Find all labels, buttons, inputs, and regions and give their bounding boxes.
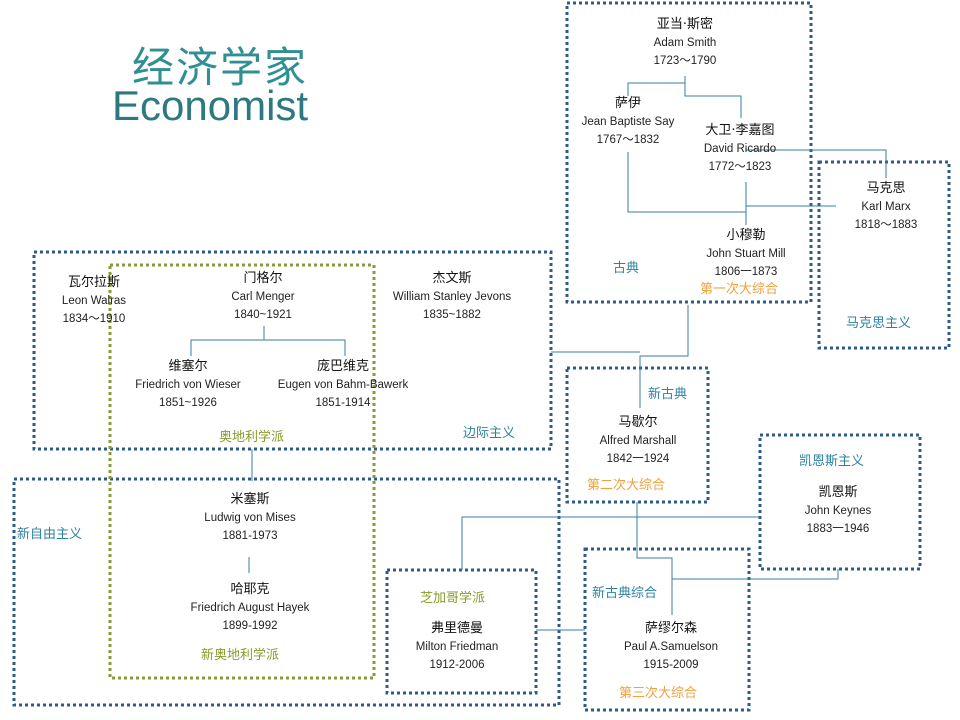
person-years: 1881-1973 <box>222 530 278 542</box>
connector-marshall-samuelson <box>636 502 673 615</box>
person-marx: 马克思 Karl Marx 1818～1883 <box>826 180 946 234</box>
label-second-synthesis: 第二次大综合 <box>587 478 666 493</box>
person-hayek: 哈耶克 Friedrich August Hayek 1899-1992 <box>175 581 325 635</box>
marxism-frame <box>817 160 951 350</box>
person-name-en: John Keynes <box>804 505 872 517</box>
person-name-zh: 杰文斯 <box>432 271 472 286</box>
label-austrian: 奥地利学派 <box>219 430 285 445</box>
person-name-en: John Stuart Mill <box>706 248 786 260</box>
person-name-zh: 维塞尔 <box>168 359 208 374</box>
neoliberalism-frame <box>12 477 561 707</box>
person-name-zh: 弗里德曼 <box>430 621 483 636</box>
person-say: 萨伊 Jean Baptiste Say 1767～1832 <box>568 95 688 149</box>
person-name-en: Milton Friedman <box>415 641 499 653</box>
person-name-en: Ludwig von Mises <box>204 512 296 524</box>
person-name-en: Eugen von Bahm-Bawerk <box>277 379 409 391</box>
person-name-en: Karl Marx <box>861 201 911 213</box>
person-years: 1723～1790 <box>653 55 717 67</box>
label-marginalism: 边际主义 <box>463 426 516 441</box>
person-name-en: Friedrich von Wieser <box>135 379 241 391</box>
label-keynesianism: 凯恩斯主义 <box>799 454 865 469</box>
person-name-zh: 庞巴维克 <box>316 359 369 374</box>
person-name-en: Adam Smith <box>653 37 717 49</box>
person-name-en: David Ricardo <box>703 143 777 155</box>
person-marshall: 马歇尔 Alfred Marshall 1842一1924 <box>578 414 698 468</box>
person-name-en: Jean Baptiste Say <box>581 116 675 128</box>
person-bohm: 庞巴维克 Eugen von Bahm-Bawerk 1851-1914 <box>268 358 418 412</box>
person-name-zh: 米塞斯 <box>230 492 270 507</box>
connector-keynes-chicago <box>461 516 760 570</box>
person-walras: 瓦尔拉斯 Leon Walras 1834～1910 <box>44 274 144 328</box>
person-name-zh: 门格尔 <box>243 271 283 286</box>
person-years: 1806一1873 <box>714 266 778 278</box>
person-years: 1851~1926 <box>159 397 217 409</box>
label-classical: 古典 <box>613 261 640 276</box>
page-title-zh: 经济学家 <box>132 43 309 92</box>
marginalism-frame <box>32 250 553 451</box>
label-marxism: 马克思主义 <box>846 316 912 331</box>
person-smith: 亚当·斯密 Adam Smith 1723～1790 <box>625 16 745 70</box>
person-name-zh: 萨伊 <box>614 96 641 111</box>
person-name-en: Carl Menger <box>231 291 295 303</box>
person-name-en: Friedrich August Hayek <box>190 602 310 614</box>
classical-frame <box>565 1 813 304</box>
page-title-en: Economist <box>112 82 309 129</box>
person-years: 1912-2006 <box>429 659 485 671</box>
person-years: 1915-2009 <box>643 659 699 671</box>
person-mill: 小穆勒 John Stuart Mill 1806一1873 <box>681 227 811 281</box>
neoclassical-frame <box>565 366 710 504</box>
keynesianism-frame <box>758 433 922 571</box>
person-jevons: 杰文斯 William Stanley Jevons 1835~1882 <box>382 270 522 324</box>
label-chicago: 芝加哥学派 <box>420 591 486 606</box>
person-years: 1834～1910 <box>62 313 126 325</box>
person-years: 1883一1946 <box>806 523 870 535</box>
person-keynes: 凯恩斯 John Keynes 1883一1946 <box>778 484 898 538</box>
person-name-zh: 小穆勒 <box>726 228 766 243</box>
person-years: 1840~1921 <box>234 309 292 321</box>
austrian-frame <box>108 263 376 680</box>
connector-smith-say <box>627 82 685 96</box>
connector-menger-wieser-bohm <box>190 339 346 356</box>
person-name-en: Alfred Marshall <box>599 435 677 447</box>
connector-say-mill <box>627 152 746 213</box>
person-name-zh: 凯恩斯 <box>818 485 858 500</box>
label-first-synthesis: 第一次大综合 <box>700 282 779 297</box>
person-years: 1818～1883 <box>854 219 918 231</box>
person-name-zh: 瓦尔拉斯 <box>67 275 120 290</box>
label-neoclassical: 新古典 <box>648 387 688 402</box>
person-years: 1835~1882 <box>423 309 481 321</box>
connector-classical-marshall <box>639 305 689 408</box>
person-years: 1767～1832 <box>596 134 660 146</box>
person-friedman: 弗里德曼 Milton Friedman 1912-2006 <box>397 620 517 674</box>
person-wieser: 维塞尔 Friedrich von Wieser 1851~1926 <box>122 358 254 412</box>
person-years: 1899-1992 <box>222 620 278 632</box>
label-neoliberalism: 新自由主义 <box>17 527 83 542</box>
label-neo-austrian: 新奥地利学派 <box>201 648 280 663</box>
label-third-synthesis: 第三次大综合 <box>619 686 698 701</box>
person-menger: 门格尔 Carl Menger 1840~1921 <box>203 270 323 324</box>
person-name-zh: 萨缪尔森 <box>644 621 697 636</box>
person-years: 1772～1823 <box>708 161 772 173</box>
person-name-zh: 哈耶克 <box>230 582 270 597</box>
connector-ricardo-marx <box>746 149 887 178</box>
person-name-en: Paul A.Samuelson <box>624 641 718 653</box>
connector-keynes-samuelson <box>672 569 839 580</box>
person-name-zh: 亚当·斯密 <box>656 17 714 32</box>
person-name-en: Leon Walras <box>61 295 127 307</box>
person-name-zh: 大卫·李嘉图 <box>705 123 775 138</box>
label-neoclassical-synthesis: 新古典综合 <box>592 586 658 601</box>
person-name-zh: 马歇尔 <box>618 415 658 430</box>
person-years: 1842一1924 <box>606 453 670 465</box>
person-ricardo: 大卫·李嘉图 David Ricardo 1772～1823 <box>680 122 800 176</box>
person-name-en: William Stanley Jevons <box>392 291 512 303</box>
person-name-zh: 马克思 <box>866 181 906 196</box>
person-samuelson: 萨缪尔森 Paul A.Samuelson 1915-2009 <box>611 620 731 674</box>
person-years: 1851-1914 <box>315 397 371 409</box>
person-mises: 米塞斯 Ludwig von Mises 1881-1973 <box>188 491 312 545</box>
connector-smith-fork <box>684 76 742 118</box>
